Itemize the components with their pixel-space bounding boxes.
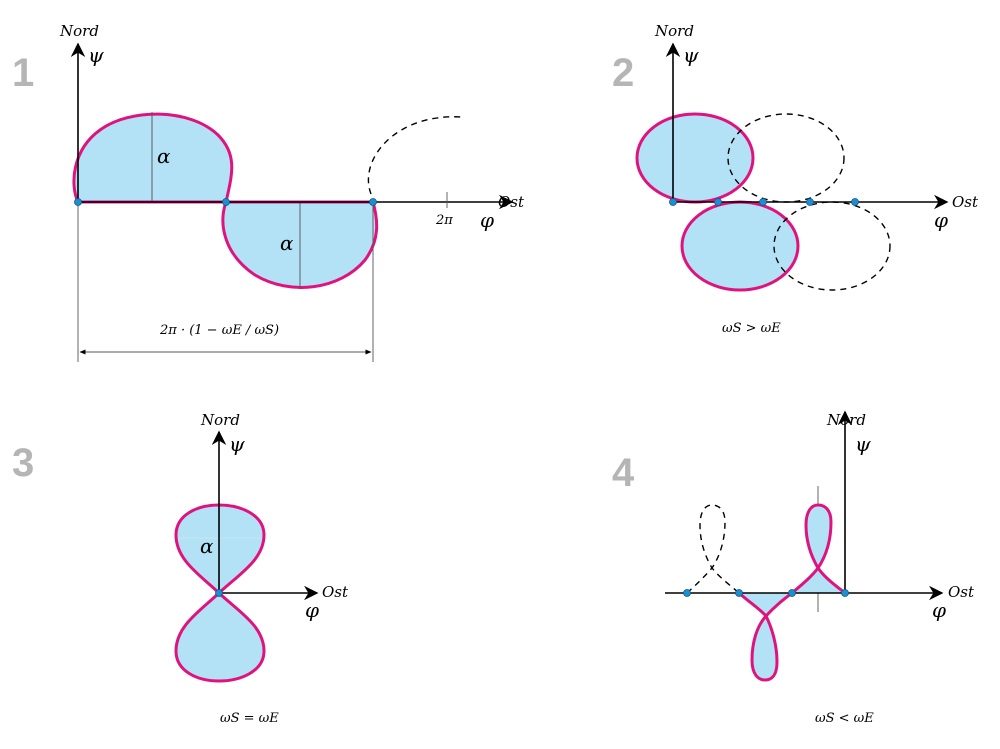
- upper-lobe: [635, 112, 755, 204]
- panel-1: 1 Nord ψ Ost φ α α 2π 2π · (1 − ωE / ωS): [12, 22, 525, 362]
- phi-label: φ: [305, 598, 319, 622]
- lower-lobe: [680, 200, 800, 292]
- east-label: Ost: [322, 583, 349, 601]
- alpha-label: α: [157, 144, 171, 168]
- north-label: Nord: [200, 411, 240, 429]
- panel-2: 2 Nord ψ Ost φ ωS > ωE: [612, 22, 979, 336]
- node-dot: [788, 589, 796, 597]
- phi-label: φ: [480, 208, 494, 232]
- panel-number: 1: [12, 51, 34, 95]
- continuation-dashed-curve: [367, 116, 463, 195]
- psi-label: ψ: [855, 432, 871, 456]
- node-dot: [215, 589, 223, 597]
- alpha-label: α: [280, 231, 294, 255]
- east-label: Ost: [952, 193, 979, 211]
- phi-label: φ: [934, 208, 948, 232]
- node-dot: [683, 589, 691, 597]
- east-label: Ost: [948, 583, 975, 601]
- node-dot: [222, 198, 230, 206]
- east-label: Ost: [498, 193, 525, 211]
- tick-label: 2π: [435, 213, 453, 228]
- node-dot: [369, 198, 377, 206]
- caption: ωS < ωE: [815, 711, 874, 726]
- caption: ωS = ωE: [220, 711, 279, 726]
- upper-lobe: [72, 112, 234, 204]
- north-label: Nord: [826, 411, 866, 429]
- node-dot: [669, 198, 677, 206]
- alpha-label: α: [200, 534, 214, 558]
- dashed-lower-lobe: [773, 201, 891, 291]
- node-dot: [74, 198, 82, 206]
- dimension-formula: 2π · (1 − ωE / ωS): [159, 323, 279, 338]
- node-dot: [735, 589, 743, 597]
- psi-label: ψ: [88, 43, 104, 67]
- panel-4: 4 Nord ψ Ost φ ωS < ωE: [612, 410, 975, 726]
- panel-number: 4: [612, 451, 635, 495]
- panel-3: 3 Nord ψ Ost φ α ωS = ωE: [12, 411, 349, 726]
- psi-label: ψ: [683, 43, 699, 67]
- upper-lobe: [174, 503, 266, 596]
- psi-label: ψ: [229, 432, 245, 456]
- caption: ωS > ωE: [722, 321, 781, 336]
- panel-number: 2: [612, 51, 634, 95]
- node-dot: [759, 198, 767, 206]
- upper-loop: [791, 503, 846, 595]
- node-dot: [714, 198, 722, 206]
- dashed-loop: [686, 504, 740, 594]
- panel-number: 3: [12, 441, 34, 485]
- node-dot: [806, 198, 814, 206]
- north-label: Nord: [654, 22, 694, 40]
- lower-lobe: [174, 590, 266, 683]
- north-label: Nord: [59, 22, 99, 40]
- lower-loop: [737, 591, 793, 682]
- node-dot: [851, 198, 859, 206]
- phi-label: φ: [932, 598, 946, 622]
- node-dot: [841, 589, 849, 597]
